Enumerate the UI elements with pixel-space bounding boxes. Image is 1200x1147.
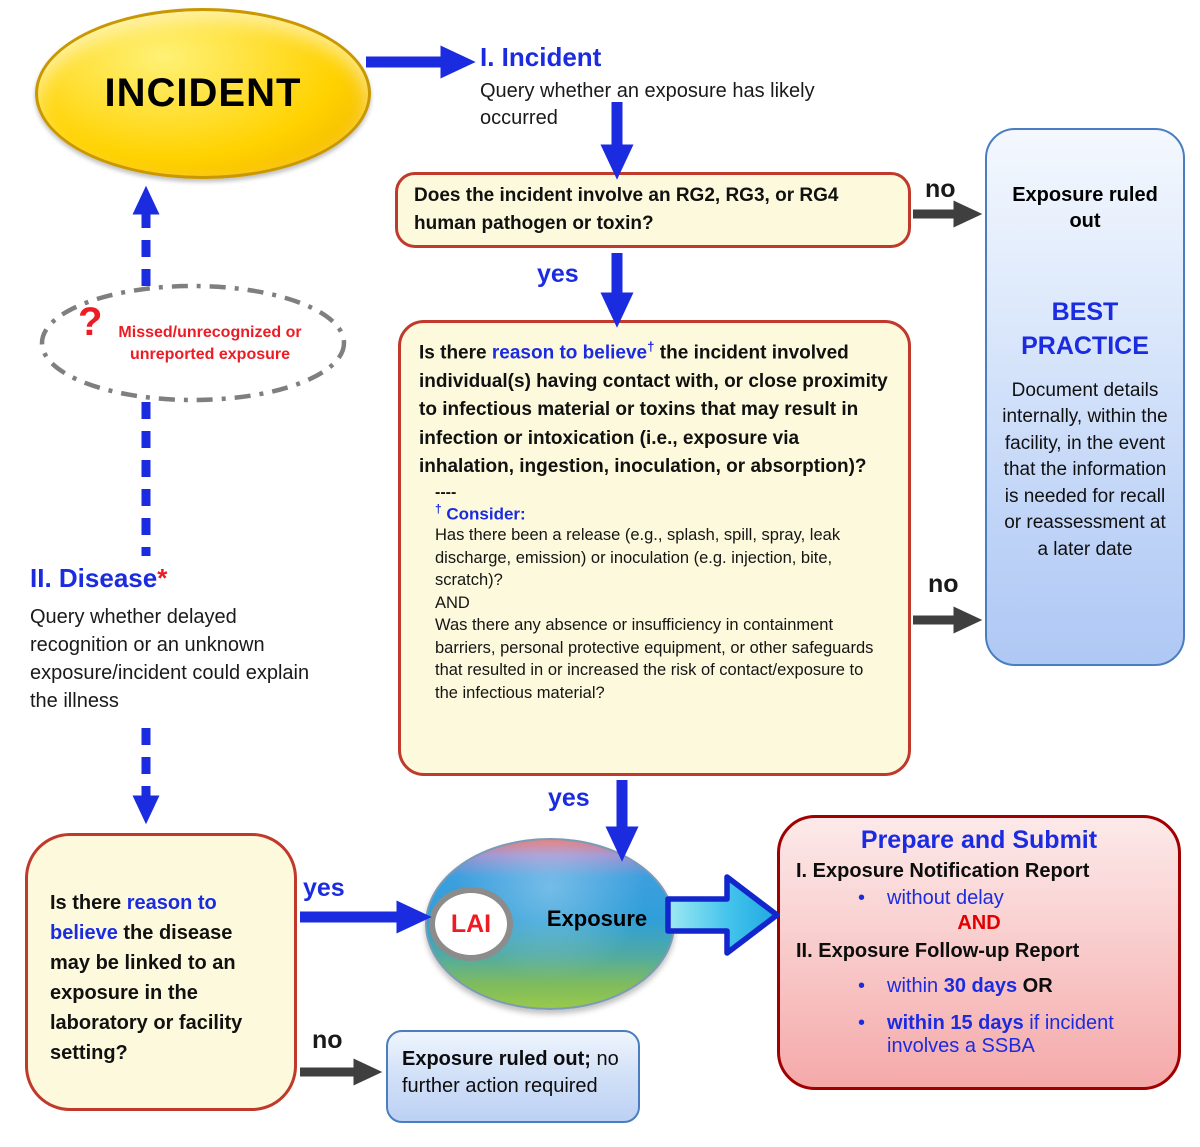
bullet-15-days: •within 15 days if incident involves a S…	[858, 1012, 1114, 1057]
exposure-ellipse-node: LAI Exposure	[425, 838, 675, 1010]
yes-label-1: yes	[537, 260, 579, 288]
exposure-ruled-out-no-action-node: Exposure ruled out; no further action re…	[386, 1030, 640, 1123]
report-item-2: II. Exposure Follow-up Report	[796, 940, 1080, 962]
consider-label: † Consider:	[435, 501, 526, 524]
best-practice-heading: BEST PRACTICE	[1021, 298, 1149, 360]
red-asterisk: *	[157, 563, 168, 593]
and-connector: AND	[957, 912, 1001, 934]
step2-subtitle: Query whether delayed recognition or an …	[30, 606, 310, 712]
prepare-and-submit-node: Prepare and Submit I. Exposure Notificat…	[777, 815, 1181, 1090]
footnote-separator: ----	[435, 483, 457, 501]
decision-rg-pathogen-text: Does the incident involve an RG2, RG3, o…	[414, 185, 839, 234]
report-item-1: I. Exposure Notification Report	[796, 860, 1090, 882]
exposure-label: Exposure	[546, 906, 648, 931]
consider-and: AND	[435, 593, 470, 612]
bullet-30-days: •within 30 days OR	[858, 975, 1053, 997]
step1-title: I. Incident	[480, 42, 602, 72]
no-label-1: no	[925, 175, 956, 203]
reason-to-believe-highlight: reason to believe	[491, 342, 648, 364]
no-label-3: no	[312, 1026, 343, 1054]
incident-label: INCIDENT	[104, 71, 302, 115]
lai-badge: LAI	[429, 887, 513, 961]
consider-question-2: Was there any absence or insufficiency i…	[435, 616, 874, 702]
bullet-icon: •	[858, 887, 866, 909]
best-practice-body: Document details internally, within the …	[1002, 379, 1168, 561]
consider-question-1: Has there been a release (e.g., splash, …	[435, 526, 841, 590]
decision-reason-text: Is there reason to believe† the incident…	[419, 339, 888, 478]
bullet-without-delay: •without delay	[858, 887, 1004, 909]
dagger-superscript: †	[647, 339, 655, 354]
no-label-2: no	[928, 570, 959, 598]
yes-label-3: yes	[303, 874, 345, 902]
reason-to-believe-highlight-2: reason to believe	[50, 892, 217, 944]
prepare-title: Prepare and Submit	[860, 826, 1098, 854]
decision-disease-linked: Is there reason to believe the disease m…	[25, 833, 297, 1111]
bullet-icon: •	[858, 975, 866, 997]
step2-title: II. Disease*	[30, 563, 168, 593]
step1-subtitle: Query whether an exposure has likely occ…	[480, 80, 815, 129]
decision-reason-to-believe: Is there reason to believe† the incident…	[398, 320, 911, 776]
yes-label-2: yes	[548, 784, 590, 812]
exposure-ruled-out-best-practice-node: Exposure ruled out BEST PRACTICE Documen…	[985, 128, 1185, 666]
exposure-ruled-out-title: Exposure ruled out	[1012, 184, 1158, 232]
missed-exposure-label: Missed/unrecognized or unreported exposu…	[118, 324, 302, 364]
decision-rg-pathogen: Does the incident involve an RG2, RG3, o…	[395, 172, 911, 248]
incident-ellipse-node: INCIDENT	[35, 8, 371, 179]
fat-arrow-exposure-to-prepare	[665, 874, 780, 956]
bullet-icon: •	[858, 1012, 866, 1034]
